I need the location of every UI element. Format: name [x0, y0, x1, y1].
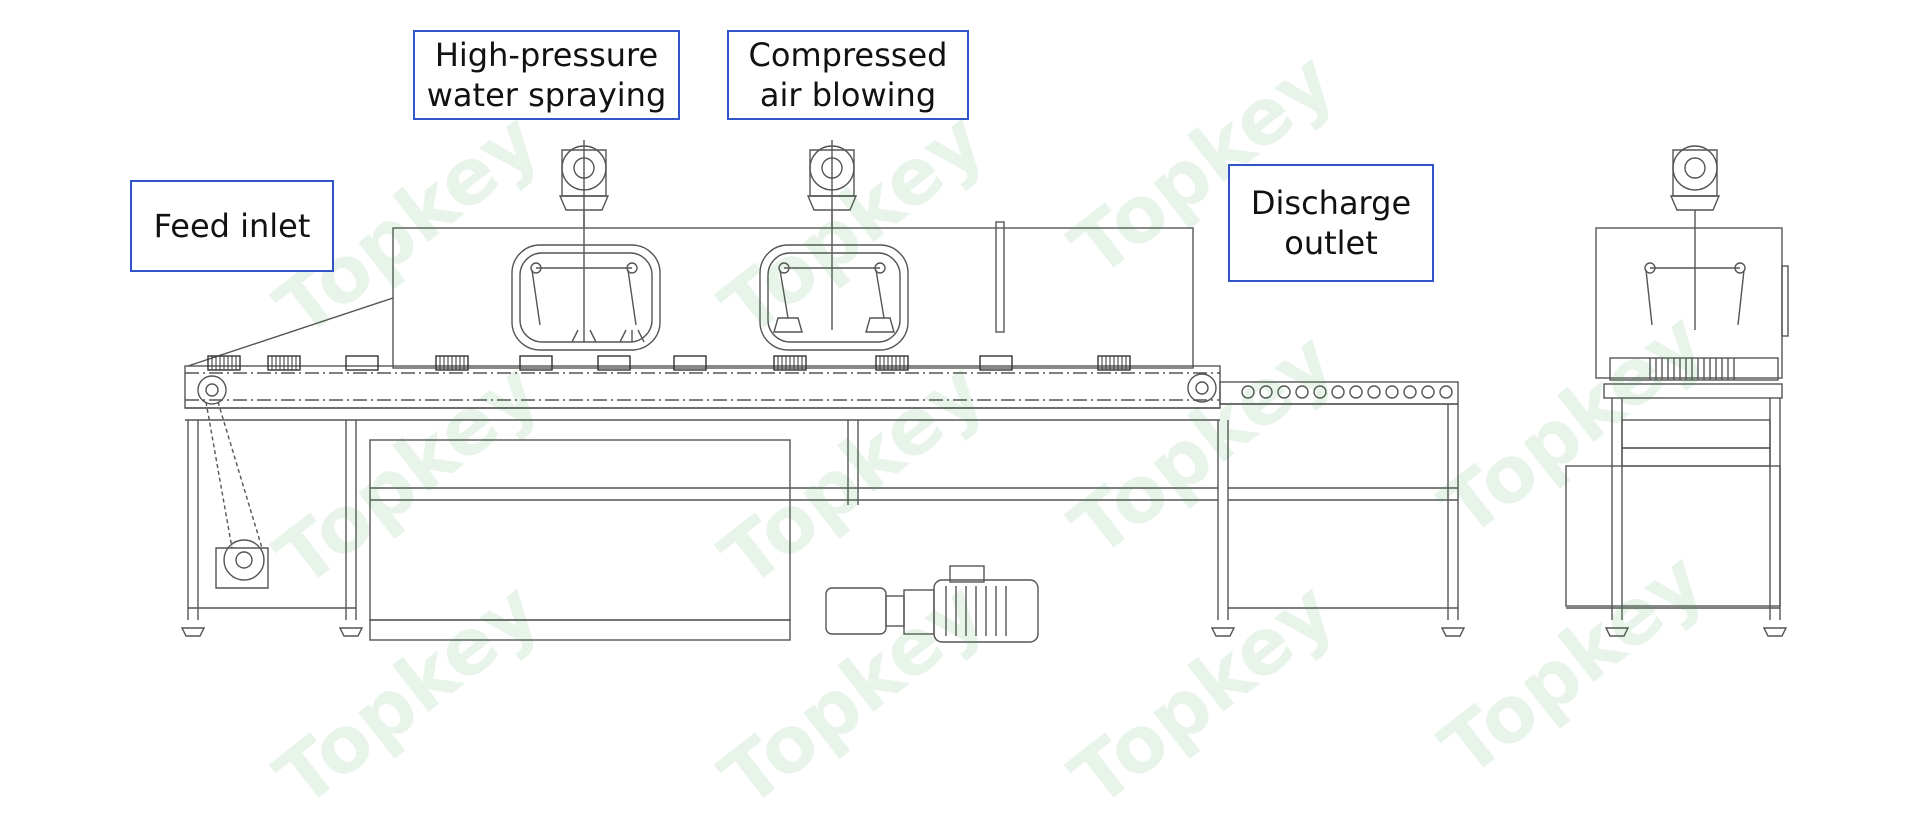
center-drive-motor: [825, 565, 1039, 643]
discharge-roller-conveyor: [1219, 381, 1466, 637]
air-blowing-label: Compressed air blowing: [727, 30, 969, 120]
air-blow-chamber: [759, 140, 909, 351]
conveyor-rollers: [197, 373, 1217, 405]
discharge-outlet-text-line1: Discharge: [1250, 184, 1412, 222]
water-spray-chamber: [511, 140, 661, 351]
discharge-outlet-text-line2: outlet: [1284, 224, 1378, 262]
air-blowing-text-line2: air blowing: [759, 76, 937, 114]
water-spraying-text-line1: High-pressure: [434, 36, 659, 74]
product-modules: [207, 355, 1131, 371]
drive-motor-left: [205, 401, 269, 589]
discharge-outlet-label: Discharge outlet: [1228, 164, 1434, 282]
feed-inlet-text: Feed inlet: [153, 207, 311, 245]
water-spraying-label: High-pressure water spraying: [413, 30, 680, 120]
water-spraying-text-line2: water spraying: [426, 76, 667, 114]
machine-hood: [392, 227, 1194, 369]
conveyor-machine-drawing: [180, 140, 1789, 643]
main-machine-side-view: [180, 140, 1236, 641]
machine-stand: [180, 420, 1236, 641]
machine-end-view: [1565, 145, 1789, 637]
air-blowing-text-line1: Compressed: [748, 36, 948, 74]
feed-inlet-label: Feed inlet: [130, 180, 334, 272]
